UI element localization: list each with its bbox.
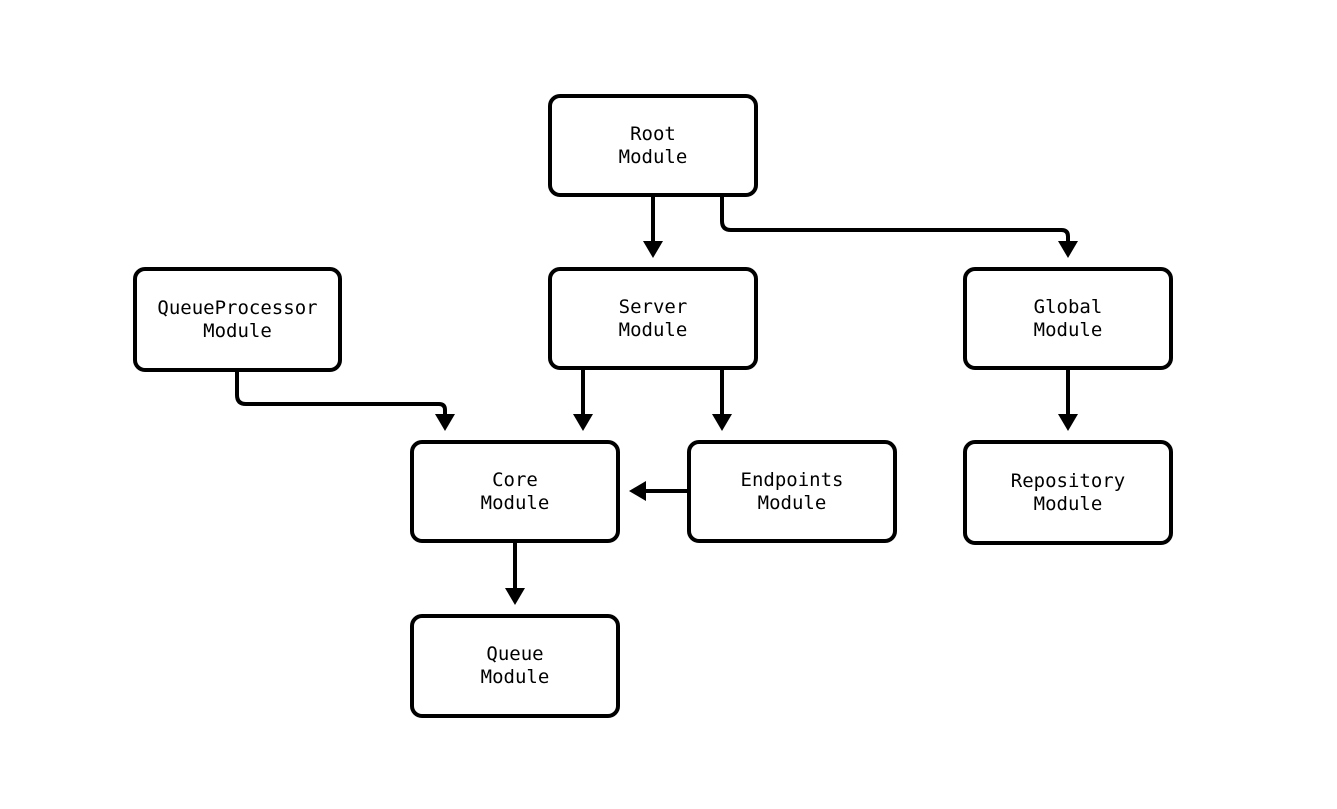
node-endpoints[interactable]: Endpoints Module <box>687 440 897 543</box>
arrowhead-icon <box>435 414 455 431</box>
edge-global-repository <box>1058 370 1078 431</box>
arrowhead-icon <box>643 241 663 258</box>
node-label-core: Core Module <box>480 468 550 514</box>
node-label-global: Global Module <box>1033 295 1103 341</box>
arrowhead-icon <box>629 481 646 501</box>
edge-core-queue <box>505 543 525 605</box>
node-repository[interactable]: Repository Module <box>963 440 1173 545</box>
node-queueprocessor[interactable]: QueueProcessor Module <box>133 267 342 372</box>
node-label-endpoints: Endpoints Module <box>740 468 844 514</box>
edge-server-endpoints <box>712 370 732 431</box>
edge-queueprocessor-core <box>235 372 455 431</box>
edge-line <box>235 372 447 416</box>
node-queue[interactable]: Queue Module <box>410 614 620 718</box>
arrowhead-icon <box>573 414 593 431</box>
node-label-repository: Repository Module <box>1010 469 1126 515</box>
arrowhead-icon <box>505 588 525 605</box>
edge-root-server <box>643 197 663 258</box>
node-label-root: Root Module <box>618 122 688 168</box>
edge-root-global <box>720 197 1078 258</box>
edge-server-core <box>573 370 593 431</box>
node-label-queueprocessor: QueueProcessor Module <box>157 296 318 342</box>
arrowhead-icon <box>1058 414 1078 431</box>
edge-line <box>720 197 1070 243</box>
node-core[interactable]: Core Module <box>410 440 620 543</box>
node-server[interactable]: Server Module <box>548 267 758 370</box>
arrowhead-icon <box>712 414 732 431</box>
edge-endpoints-core <box>629 481 687 501</box>
node-label-server: Server Module <box>618 295 688 341</box>
arrowhead-icon <box>1058 241 1078 258</box>
node-global[interactable]: Global Module <box>963 267 1173 370</box>
node-root[interactable]: Root Module <box>548 94 758 197</box>
node-label-queue: Queue Module <box>480 643 550 688</box>
